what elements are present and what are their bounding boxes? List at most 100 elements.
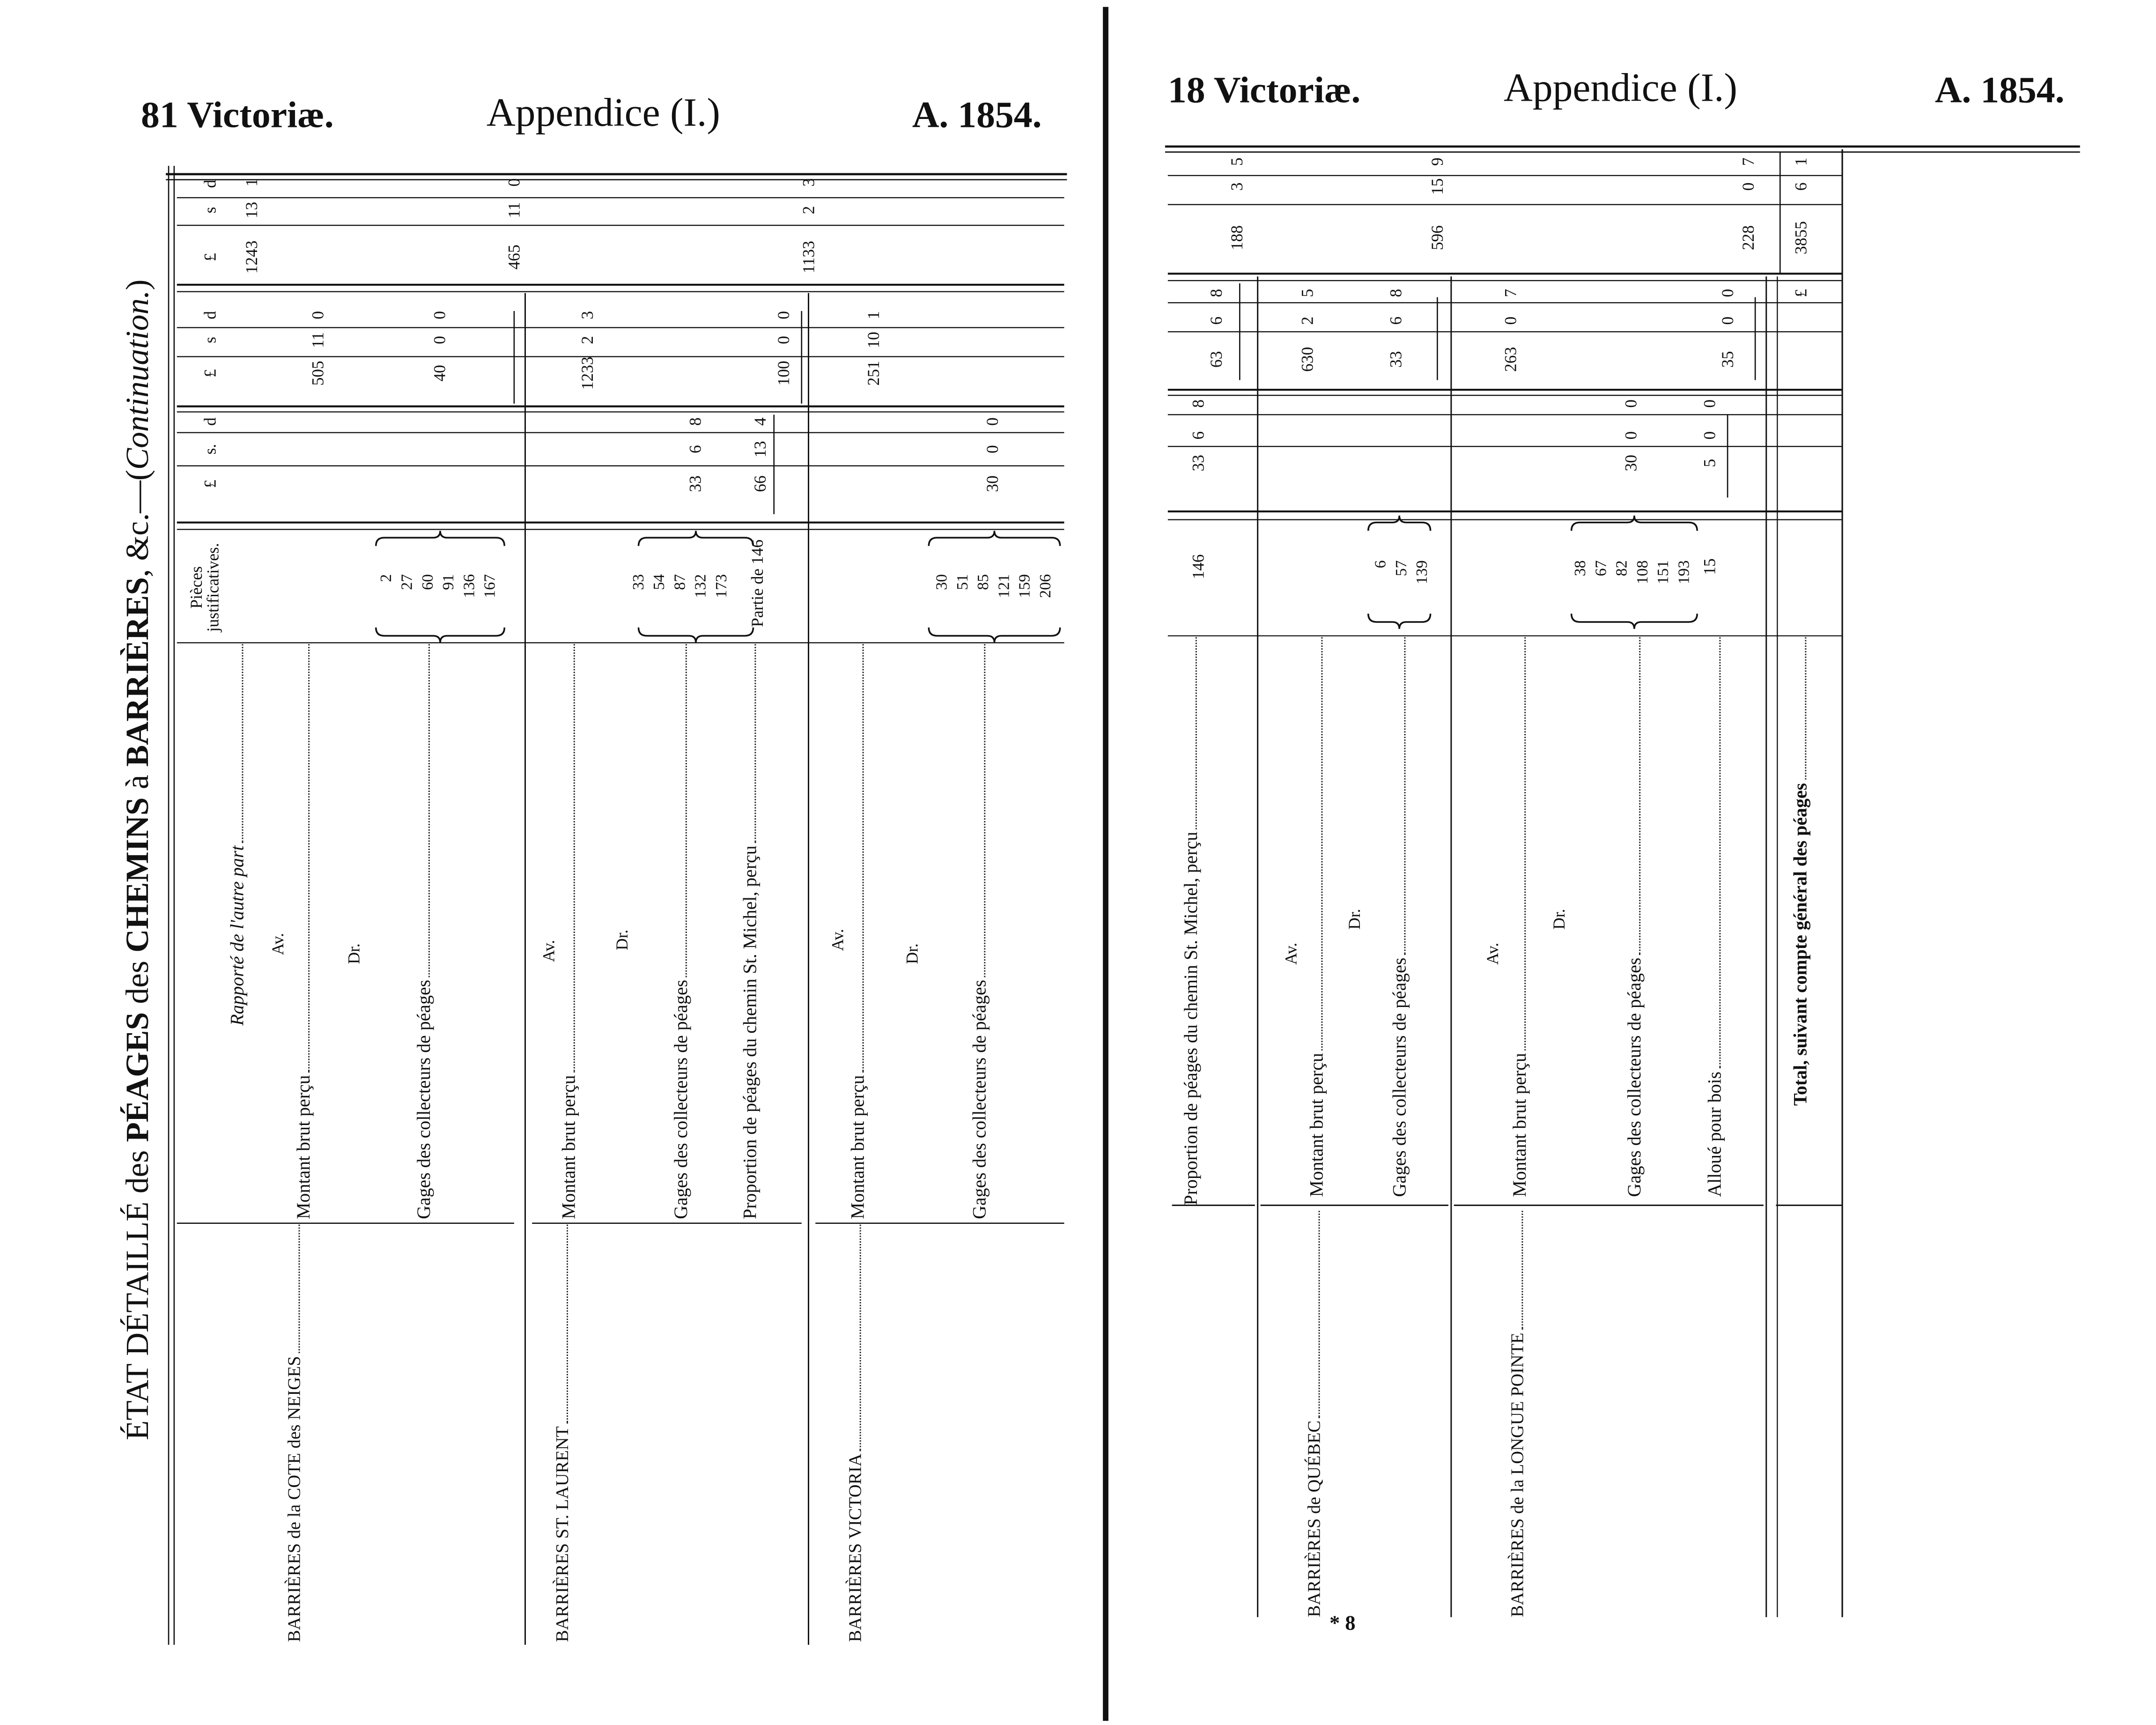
header-pounds: £ (200, 253, 220, 261)
cote-des-neiges-gross-pence: 0 (308, 311, 328, 319)
dot-leader (428, 644, 430, 977)
st-laurent-total-shillings: 2 (798, 206, 819, 215)
cote-des-neiges-wages-shillings: 0 (429, 336, 450, 344)
header-pieces: justificatives. (203, 543, 223, 632)
opening-total-pence: 1 (242, 178, 261, 187)
voucher-number: 67 (1593, 560, 1610, 577)
longue-pointe-gross-pounds: 263 (1501, 347, 1521, 372)
voucher-number: 51 (955, 574, 972, 590)
carry-total-shillings: 3 (1227, 182, 1247, 191)
voucher-number: 57 (1394, 560, 1410, 577)
brace-icon (1570, 515, 1698, 531)
row-label-text: Proportion de péages du chemin St. Miche… (739, 845, 761, 1219)
st-laurent-gross-pence: 3 (577, 311, 597, 319)
left-session-heading: 81 Victoriæ. (141, 94, 334, 136)
cote-des-neiges-total-shillings: 11 (504, 202, 524, 218)
section-name-longue-pointe: BARRIÈRES de la LONGUE POINTE (1506, 1209, 1528, 1617)
voucher-number: 132 (693, 574, 710, 598)
title-part: BARRIÈRES (120, 577, 156, 767)
av-label: Av. (539, 940, 559, 962)
av-label: Av. (827, 929, 848, 951)
longue-pointe-gross-pence: 7 (1501, 289, 1521, 297)
section-name-st-laurent-text: BARRIÈRES ST. LAURENT (551, 1426, 572, 1642)
voucher-number: 82 (1614, 560, 1631, 577)
quebec-wages-pence: 8 (1386, 289, 1406, 297)
st-laurent-gross-shillings: 2 (577, 336, 597, 344)
st-laurent-total-pence: 3 (798, 178, 819, 187)
brace-icon (375, 627, 505, 643)
quebec-gross-shillings: 2 (1298, 316, 1317, 325)
voucher-number: 38 (1573, 560, 1589, 577)
row-label-text: Montant brut perçu (558, 1075, 579, 1219)
row-label: Gages des collecteurs de péages (413, 643, 434, 1219)
section-name-longue-pointe-text: BARRIÈRES de la LONGUE POINTE (1506, 1333, 1528, 1617)
voucher-number: 167 (482, 574, 499, 598)
carry-deduction-pounds: 63 (1206, 351, 1226, 368)
right-year-heading: A. 1854. (1934, 69, 2065, 111)
quebec-wages-pounds: 33 (1386, 351, 1406, 368)
left-year-heading: A. 1854. (912, 94, 1042, 136)
voucher-number: 159 (1017, 574, 1034, 598)
title-part: , &c.—( (120, 470, 156, 577)
row-label: Alloué pour bois (1704, 636, 1725, 1197)
voucher-number: 27 (399, 574, 416, 590)
grand-total-pounds: 3855 (1791, 221, 1811, 255)
row-label: Montant brut perçu (293, 643, 314, 1219)
av-label: Av. (1483, 942, 1503, 965)
victoria-wages-shillings: 0 (982, 445, 1002, 453)
longue-pointe-wages-pounds: 30 (1621, 454, 1641, 472)
victoria-gross-pence: 1 (864, 311, 883, 319)
victoria-gross-shillings: 10 (864, 332, 883, 348)
left-appendix-heading: Appendice (I.) (486, 91, 720, 136)
st-laurent-total-pounds: 1133 (798, 241, 819, 274)
brace-icon (1367, 614, 1432, 629)
carried-forward-label: Rapporté de l'autre part (227, 643, 247, 1026)
grand-total-shillings: 6 (1791, 182, 1811, 191)
right-session-heading: 18 Victoriæ. (1167, 69, 1361, 111)
voucher-number: 193 (1676, 560, 1693, 585)
st-laurent-deductions-pence: 0 (774, 311, 794, 319)
longue-pointe-gross-shillings: 0 (1501, 316, 1521, 325)
brace-icon (1570, 614, 1698, 629)
st-laurent-proportion-shillings: 13 (750, 441, 770, 458)
dr-label: Dr. (902, 943, 922, 964)
carry-total-pence: 5 (1227, 157, 1247, 166)
row-label-text: Proportion de péages du chemin St. Miche… (1180, 831, 1201, 1206)
row-label: Gages des collecteurs de péages (1389, 636, 1410, 1197)
st-laurent-gross-pounds: 1233 (577, 356, 597, 390)
quebec-total-pounds: 596 (1427, 225, 1447, 251)
cote-des-neiges-gross-pounds: 505 (308, 361, 328, 386)
st-laurent-proportion-pence: 4 (750, 417, 770, 426)
row-label-text: Gages des collecteurs de péages (968, 979, 990, 1219)
quebec-wages-shillings: 6 (1386, 316, 1406, 325)
cote-des-neiges-total-pounds: 465 (504, 244, 524, 270)
section-name-cote-des-neiges-text: BARRIÈRES de la COTE des NEIGES (283, 1356, 304, 1642)
brace-icon (928, 531, 1061, 546)
section-name-quebec: BARRIÈRES de QUÉBEC (1303, 1209, 1324, 1617)
quebec-total-pence: 9 (1427, 157, 1447, 166)
longue-pointe-total-pence: 7 (1738, 157, 1758, 166)
row-label: Proportion de péages du chemin St. Miche… (739, 643, 761, 1219)
carry-deduction-shillings: 6 (1206, 316, 1226, 325)
longue-pointe-deductions-shillings: 0 (1718, 316, 1737, 325)
title-part: ÉTAT DÉTAILLÉ des (120, 1142, 156, 1441)
row-label: Gages des collecteurs de péages (968, 643, 990, 1219)
dot-leader (754, 644, 756, 843)
av-label: Av. (1281, 942, 1301, 965)
longue-pointe-deductions-pounds: 35 (1718, 351, 1737, 368)
row-label-text: Montant brut perçu (1306, 1053, 1327, 1197)
st-laurent-wages-pence: 8 (685, 417, 705, 426)
st-laurent-deductions-shillings: 0 (774, 336, 794, 344)
title-part: PÉAGES (120, 1012, 156, 1142)
dot-leader (1524, 637, 1526, 1051)
longue-pointe-wages-pence: 0 (1621, 399, 1641, 408)
voucher-number: 108 (1635, 560, 1652, 585)
voucher-number: 30 (934, 574, 951, 590)
dot-leader (859, 1224, 861, 1451)
header-pounds: £ (200, 480, 220, 488)
row-label: Gages des collecteurs de péages (1624, 636, 1645, 1197)
cote-des-neiges-wages-pounds: 40 (429, 365, 450, 382)
row-label-text: Montant brut perçu (293, 1075, 314, 1219)
victoria-wages-pounds: 30 (982, 475, 1002, 492)
